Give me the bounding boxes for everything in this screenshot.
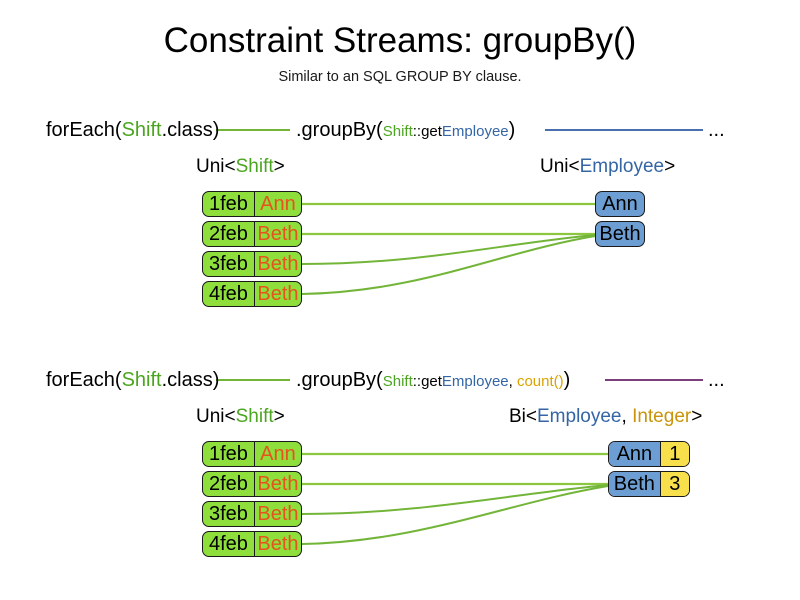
- shift-employee: Beth: [253, 502, 301, 526]
- caption-bi-employee-integer: Bi<Employee, Integer>: [509, 405, 702, 428]
- shift-node[interactable]: 2feb Beth: [202, 471, 302, 497]
- group-count: 1: [659, 442, 689, 466]
- shift-node[interactable]: 1feb Ann: [202, 441, 302, 467]
- employee-node[interactable]: Beth: [595, 221, 645, 247]
- edge-3feb-beth: [301, 234, 596, 265]
- shift-date: 1feb: [209, 193, 248, 215]
- shift-date: 2feb: [209, 473, 248, 495]
- caption-suffix: >: [273, 156, 285, 177]
- caption-type-shift: Shift: [235, 156, 274, 177]
- groupby-arg-separator: ::get: [412, 373, 442, 390]
- edge-3feb-group-beth: [301, 484, 609, 515]
- caption-type-shift: Shift: [235, 406, 274, 427]
- groupby-arg-separator: ::get: [412, 123, 442, 140]
- group-node[interactable]: Ann 1: [608, 441, 690, 467]
- code-line-groupby-count: forEach(Shift.class): [46, 368, 219, 392]
- code-groupby-call-count: .groupBy(Shift::getEmployee, count()): [296, 368, 570, 394]
- foreach-keyword: forEach(: [46, 369, 122, 391]
- groupby-arg-property: Employee: [441, 373, 509, 390]
- group-employee-name: Ann: [609, 442, 660, 466]
- shift-node[interactable]: 3feb Beth: [202, 251, 302, 277]
- shift-node[interactable]: 2feb Beth: [202, 221, 302, 247]
- shift-employee: Beth: [253, 282, 301, 306]
- page-subtitle: Similar to an SQL GROUP BY clause.: [278, 69, 522, 85]
- shift-date: 4feb: [209, 533, 248, 555]
- ellipsis-count: ...: [708, 369, 725, 391]
- employee-node[interactable]: Ann: [595, 191, 645, 217]
- groupby-arg-property: Employee: [441, 123, 509, 140]
- caption-prefix: Uni<: [540, 156, 580, 177]
- groupby-arg-class: Shift: [382, 373, 413, 390]
- shift-node[interactable]: 4feb Beth: [202, 531, 302, 557]
- shift-node[interactable]: 4feb Beth: [202, 281, 302, 307]
- caption-suffix: >: [664, 156, 676, 177]
- shift-date: 3feb: [209, 253, 248, 275]
- code-line-groupby-basic: forEach(Shift.class): [46, 118, 219, 142]
- caption-suffix: >: [691, 406, 703, 427]
- shift-date: 2feb: [209, 223, 248, 245]
- shift-employee: Ann: [253, 442, 301, 466]
- ellipsis-basic: ...: [708, 119, 725, 141]
- shift-employee: Ann: [253, 192, 301, 216]
- groupby-arg-comma: ,: [508, 373, 517, 390]
- caption-type-employee: Employee: [579, 156, 665, 177]
- groupby-close-paren: ): [508, 119, 516, 141]
- caption-prefix: Uni<: [196, 406, 236, 427]
- shift-employee: Beth: [253, 252, 301, 276]
- employee-name: Ann: [602, 193, 638, 215]
- foreach-keyword: forEach(: [46, 119, 122, 141]
- shift-date: 3feb: [209, 503, 248, 525]
- group-node[interactable]: Beth 3: [608, 471, 690, 497]
- shift-date: 1feb: [209, 443, 248, 465]
- foreach-tail: .class): [161, 119, 220, 141]
- shift-employee: Beth: [253, 532, 301, 556]
- group-count: 3: [659, 472, 689, 496]
- caption-type-integer: Integer: [632, 406, 692, 427]
- groupby-arg-class: Shift: [382, 123, 413, 140]
- caption-suffix: >: [273, 406, 285, 427]
- edge-4feb-group-beth: [301, 485, 609, 545]
- caption-prefix: Bi<: [509, 406, 537, 427]
- foreach-type-shift: Shift: [121, 369, 162, 391]
- groupby-close-paren: ): [563, 369, 571, 391]
- caption-uni-employee-1: Uni<Employee>: [540, 155, 675, 178]
- caption-uni-shift-2: Uni<Shift>: [196, 405, 285, 428]
- caption-prefix: Uni<: [196, 156, 236, 177]
- shift-employee: Beth: [253, 222, 301, 246]
- shift-node[interactable]: 3feb Beth: [202, 501, 302, 527]
- shift-employee: Beth: [253, 472, 301, 496]
- page-title: Constraint Streams: groupBy(): [163, 21, 637, 60]
- shift-date: 4feb: [209, 283, 248, 305]
- groupby-keyword: .groupBy(: [296, 119, 383, 141]
- group-employee-name: Beth: [609, 472, 660, 496]
- groupby-arg-count: count(): [516, 373, 564, 390]
- groupby-keyword: .groupBy(: [296, 369, 383, 391]
- edge-4feb-beth: [301, 235, 596, 295]
- foreach-tail: .class): [161, 369, 220, 391]
- employee-name: Beth: [599, 223, 641, 245]
- caption-type-employee: Employee: [537, 406, 622, 427]
- shift-node[interactable]: 1feb Ann: [202, 191, 302, 217]
- code-groupby-call-basic: .groupBy(Shift::getEmployee): [296, 118, 515, 144]
- caption-uni-shift-1: Uni<Shift>: [196, 155, 285, 178]
- caption-separator: ,: [621, 406, 633, 427]
- foreach-type-shift: Shift: [121, 119, 162, 141]
